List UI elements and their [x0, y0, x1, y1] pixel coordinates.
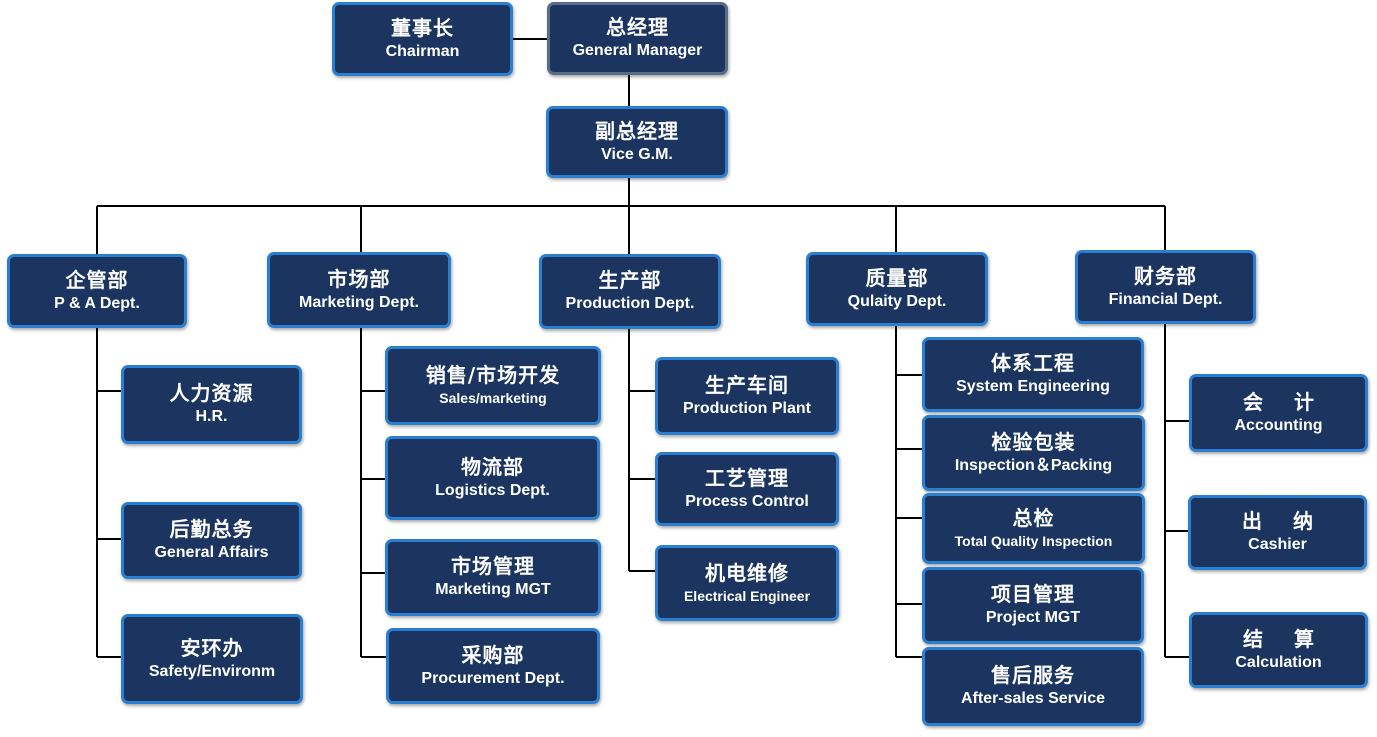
- unit-accounting-cn-label: 会 计: [1243, 389, 1326, 414]
- unit-procurement-box: 采购部 Procurement Dept.: [386, 628, 600, 704]
- vice-gm-en-label: Vice G.M.: [601, 145, 673, 163]
- unit-procurement-cn-label: 采购部: [461, 642, 525, 667]
- dept-quality-box: 质量部 Qulaity Dept.: [806, 252, 988, 326]
- unit-system-engineering-en-label: System Engineering: [956, 378, 1110, 396]
- unit-marketing-mgt-en-label: Marketing MGT: [435, 581, 551, 599]
- unit-sales-en-label: Sales/marketing: [439, 390, 547, 407]
- unit-cashier-cn-label: 出 纳: [1242, 509, 1325, 534]
- unit-after-sales-box: 售后服务 After-sales Service: [922, 647, 1144, 726]
- dept-production-cn-label: 生产部: [598, 268, 662, 293]
- unit-cashier-box: 出 纳 Cashier: [1188, 495, 1367, 570]
- unit-after-sales-en-label: After-sales Service: [960, 690, 1106, 708]
- unit-procurement-en-label: Procurement Dept.: [421, 669, 565, 687]
- unit-accounting-box: 会 计 Accounting: [1189, 374, 1368, 452]
- dept-quality-cn-label: 质量部: [865, 265, 929, 290]
- unit-calculation-cn-label: 结 算: [1243, 626, 1326, 651]
- unit-production-plant-en-label: Production Plant: [683, 399, 811, 417]
- chairman-cn-label: 董事长: [391, 15, 454, 40]
- unit-sales-box: 销售/市场开发 Sales/marketing: [385, 346, 601, 425]
- unit-logistics-cn-label: 物流部: [461, 454, 524, 479]
- unit-inspection-packing-cn-label: 检验包装: [991, 429, 1076, 454]
- chairman-box: 董事长 Chairman: [332, 2, 513, 76]
- vice-gm-box: 副总经理 Vice G.M.: [546, 106, 728, 178]
- dept-pa-box: 企管部 P & A Dept.: [7, 254, 187, 328]
- dept-pa-cn-label: 企管部: [65, 267, 129, 292]
- unit-logistics-en-label: Logistics Dept.: [435, 481, 550, 499]
- unit-electrical-cn-label: 机电维修: [705, 560, 789, 585]
- vice-gm-cn-label: 副总经理: [595, 118, 679, 143]
- unit-calculation-en-label: Calculation: [1235, 653, 1322, 671]
- unit-after-sales-cn-label: 售后服务: [991, 663, 1075, 688]
- unit-production-plant-cn-label: 生产车间: [705, 372, 789, 397]
- unit-electrical-box: 机电维修 Electrical Engineer: [655, 545, 839, 621]
- unit-accounting-en-label: Accounting: [1234, 416, 1323, 434]
- unit-hr-box: 人力资源 H.R.: [121, 365, 302, 444]
- dept-pa-en-label: P & A Dept.: [54, 294, 140, 312]
- unit-total-inspection-cn-label: 总检: [1012, 506, 1055, 531]
- unit-electrical-en-label: Electrical Engineer: [683, 587, 811, 604]
- unit-calculation-box: 结 算 Calculation: [1189, 612, 1368, 688]
- unit-marketing-mgt-box: 市场管理 Marketing MGT: [385, 539, 601, 616]
- unit-general-affairs-cn-label: 后勤总务: [169, 517, 254, 542]
- general-manager-box: 总经理 General Manager: [547, 2, 728, 75]
- general-manager-cn-label: 总经理: [606, 15, 669, 40]
- unit-safety-cn-label: 安环办: [180, 635, 244, 660]
- unit-inspection-packing-box: 检验包装 Inspection＆Packing: [922, 415, 1145, 491]
- unit-hr-en-label: H.R.: [195, 408, 228, 426]
- unit-marketing-mgt-cn-label: 市场管理: [451, 554, 535, 579]
- dept-marketing-en-label: Marketing Dept.: [298, 293, 419, 311]
- unit-total-inspection-box: 总检 Total Quality Inspection: [922, 493, 1145, 564]
- unit-system-engineering-cn-label: 体系工程: [991, 351, 1075, 376]
- unit-project-mgt-box: 项目管理 Project MGT: [922, 567, 1144, 644]
- unit-general-affairs-box: 后勤总务 General Affairs: [121, 502, 302, 579]
- general-manager-en-label: General Manager: [572, 42, 703, 60]
- unit-sales-cn-label: 销售/市场开发: [425, 363, 561, 388]
- unit-hr-cn-label: 人力资源: [169, 381, 254, 406]
- unit-system-engineering-box: 体系工程 System Engineering: [922, 337, 1144, 412]
- unit-production-plant-box: 生产车间 Production Plant: [655, 357, 839, 435]
- unit-logistics-box: 物流部 Logistics Dept.: [385, 436, 600, 520]
- unit-process-control-box: 工艺管理 Process Control: [655, 452, 839, 526]
- unit-general-affairs-en-label: General Affairs: [154, 544, 269, 562]
- dept-financial-en-label: Financial Dept.: [1108, 290, 1223, 308]
- unit-total-inspection-en-label: Total Quality Inspection: [954, 533, 1113, 550]
- dept-production-box: 生产部 Production Dept.: [539, 254, 721, 329]
- unit-safety-en-label: Safety/Environm: [148, 662, 276, 680]
- unit-process-control-cn-label: 工艺管理: [705, 465, 789, 490]
- dept-production-en-label: Production Dept.: [565, 295, 695, 313]
- dept-marketing-cn-label: 市场部: [327, 266, 391, 291]
- unit-project-mgt-en-label: Project MGT: [985, 609, 1081, 627]
- chairman-en-label: Chairman: [385, 42, 460, 60]
- unit-inspection-packing-en-label: Inspection＆Packing: [954, 456, 1113, 474]
- dept-marketing-box: 市场部 Marketing Dept.: [267, 252, 451, 328]
- unit-safety-box: 安环办 Safety/Environm: [121, 614, 303, 704]
- dept-financial-cn-label: 财务部: [1134, 263, 1197, 288]
- unit-cashier-en-label: Cashier: [1248, 536, 1307, 554]
- dept-quality-en-label: Qulaity Dept.: [847, 292, 947, 310]
- unit-process-control-en-label: Process Control: [685, 492, 809, 510]
- dept-financial-box: 财务部 Financial Dept.: [1075, 250, 1256, 324]
- unit-project-mgt-cn-label: 项目管理: [991, 582, 1075, 607]
